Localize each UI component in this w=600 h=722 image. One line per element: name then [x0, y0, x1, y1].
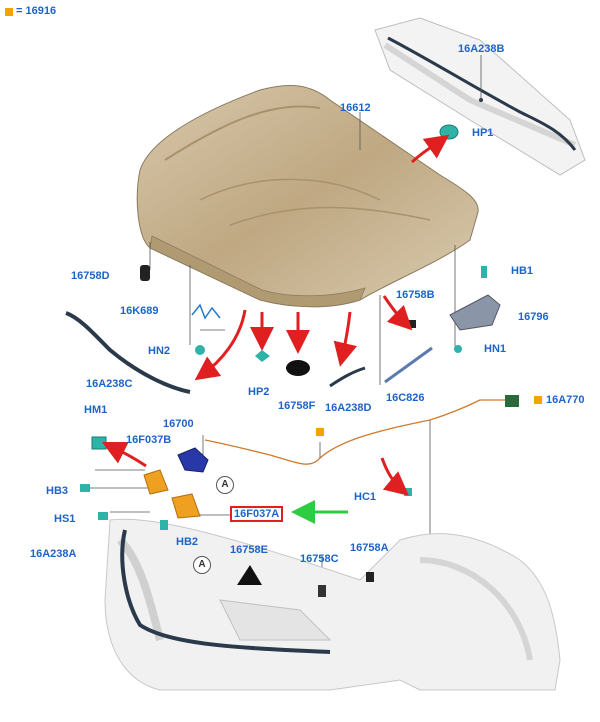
bumper-16758C — [318, 585, 326, 597]
connector-16A770 — [505, 395, 519, 407]
clip-HB2 — [160, 520, 168, 530]
bumper-16758A — [366, 572, 374, 582]
callout-a-lower: A — [193, 556, 211, 574]
label-16A238D: 16A238D — [325, 402, 372, 414]
red-arrows — [101, 134, 450, 496]
label-HP2: HP2 — [248, 386, 270, 398]
label-16758B: 16758B — [396, 289, 435, 301]
label-16A238A: 16A238A — [30, 548, 77, 560]
release-cable — [204, 399, 510, 465]
bumper-16758F — [286, 360, 310, 376]
legend-swatch — [5, 8, 13, 16]
clip-HN2 — [195, 345, 205, 355]
clip-HB3 — [80, 484, 90, 492]
clip-HS1 — [98, 512, 108, 520]
label-16758A: 16758A — [350, 542, 389, 554]
label-16A238B: 16A238B — [458, 43, 505, 55]
callout-a-upper: A — [216, 476, 234, 494]
bracket-16F037A — [171, 493, 201, 519]
weatherstrip-16A238D — [329, 366, 366, 388]
clip-HB1 — [481, 266, 487, 278]
label-HN1: HN1 — [484, 343, 507, 355]
label-HS1: HS1 — [54, 513, 76, 525]
weatherstrip-16A238C — [65, 311, 191, 394]
label-HP1: HP1 — [472, 127, 494, 139]
label-16758C: 16758C — [300, 553, 339, 565]
label-HM1: HM1 — [84, 404, 108, 416]
label-16F037B: 16F037B — [126, 434, 172, 446]
label-16758F: 16758F — [278, 400, 316, 412]
hood-panel — [136, 84, 479, 308]
bumper-16758E — [237, 565, 262, 585]
label-16700: 16700 — [163, 418, 194, 430]
front-body — [104, 518, 561, 691]
label-16C826: 16C826 — [386, 392, 425, 404]
wire-16K689 — [191, 303, 221, 320]
label-HC1: HC1 — [354, 491, 377, 503]
label-HB1: HB1 — [511, 265, 534, 277]
label-16758E: 16758E — [230, 544, 268, 556]
connector-marker — [534, 396, 542, 404]
legend-text: = 16916 — [16, 5, 57, 17]
clip-HC1 — [404, 488, 412, 496]
clip-HN1 — [454, 345, 462, 353]
connector-marker — [316, 428, 324, 436]
hood-pin-HP1 — [439, 124, 459, 140]
label-HN2: HN2 — [148, 345, 171, 357]
latch-16700 — [177, 447, 209, 473]
bracket-16F037B — [143, 469, 169, 495]
label-16612: 16612 — [340, 102, 371, 114]
clip-HM1 — [91, 436, 107, 450]
hood-bumper-16758D — [140, 265, 150, 281]
label-HB2: HB2 — [176, 536, 199, 548]
cowl-panel — [374, 17, 586, 176]
label-16K689: 16K689 — [120, 305, 159, 317]
label-16A238C: 16A238C — [86, 378, 133, 390]
label-16A770: 16A770 — [546, 394, 585, 406]
clip-HP2 — [255, 350, 270, 362]
bumper-16758B — [408, 320, 416, 328]
hinge-bracket — [449, 294, 501, 331]
label-16796: 16796 — [518, 311, 549, 323]
label-16758D: 16758D — [71, 270, 110, 282]
label-HB3: HB3 — [46, 485, 69, 497]
prop-rod — [384, 346, 433, 384]
label-16F037A-highlighted[interactable]: 16F037A — [230, 506, 284, 522]
